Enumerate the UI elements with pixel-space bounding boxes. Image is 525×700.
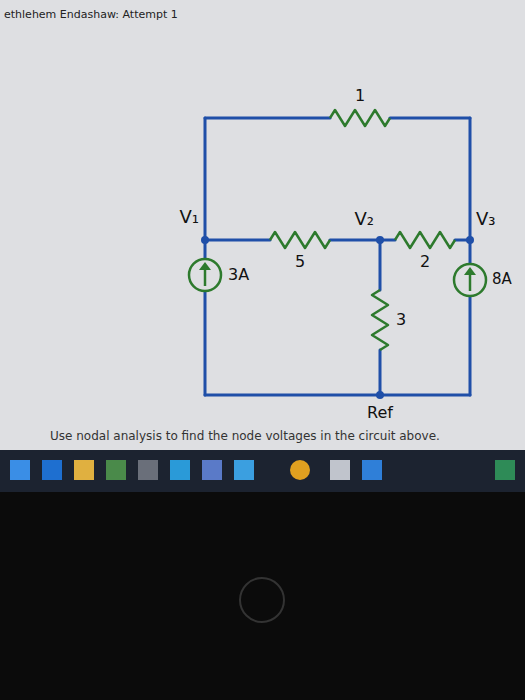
taskbar-icon (362, 460, 382, 480)
taskbar-icon (202, 460, 222, 480)
node-label: V₂ (354, 208, 374, 229)
center-wire (379, 240, 382, 395)
laptop-logo (240, 578, 284, 622)
resistance-value-box: 5 (295, 252, 305, 271)
taskbar-icon (290, 460, 310, 480)
taskbar-icon (170, 460, 190, 480)
source-arrowhead (464, 267, 476, 275)
resistance-value: 1 (355, 86, 365, 105)
top-wire (205, 117, 470, 120)
resistance-value: 3 (396, 310, 406, 329)
node-dot (201, 236, 209, 244)
node-label: V₁ (179, 206, 199, 227)
question-caption: Use nodal analysis to find the node volt… (50, 429, 440, 443)
header-text: ethlehem Endashaw: Attempt 1 (4, 8, 178, 21)
resistor-symbol (270, 232, 330, 248)
source-value: 3A (228, 265, 249, 284)
node-label: V₃ (476, 208, 496, 229)
node-dot (376, 391, 384, 399)
left-wire (204, 118, 207, 395)
taskbar-icon (42, 460, 62, 480)
wires (205, 118, 470, 395)
screen-background (0, 0, 525, 450)
node-dots (201, 236, 474, 399)
caption-box: Use nodal analysis to find the node volt… (50, 426, 440, 444)
taskbar (0, 450, 525, 492)
taskbar-icon (330, 460, 350, 480)
source-arrow (469, 273, 472, 291)
resistance-value-box: 1 (355, 86, 365, 105)
taskbar-icon (495, 460, 515, 480)
source-value-box: 3A (228, 265, 249, 284)
node-dot (376, 236, 384, 244)
current-source (454, 264, 486, 296)
source-arrowhead (199, 262, 211, 270)
node-label-box: V₁ (179, 206, 199, 227)
resistance-value-box: 2 (420, 252, 430, 271)
resistance-value: 2 (420, 252, 430, 271)
resistors (270, 110, 455, 350)
resistor-symbol (330, 110, 390, 126)
source-arrow (204, 268, 207, 286)
node-label-box: V₂ (354, 208, 374, 229)
resistor-symbol (372, 290, 388, 350)
right-wire (469, 118, 472, 395)
resistance-value-box: 3 (396, 310, 406, 329)
header-text-box: ethlehem Endashaw: Attempt 1 (4, 4, 178, 22)
taskbar-icons (10, 460, 515, 480)
source-value: 8A (492, 270, 512, 288)
reference-label: Ref (367, 403, 393, 422)
taskbar-icon (10, 460, 30, 480)
current-sources (189, 259, 486, 296)
taskbar-icon (74, 460, 94, 480)
resistance-value: 5 (295, 252, 305, 271)
reference-label-box: Ref (367, 403, 393, 422)
taskbar-icon (138, 460, 158, 480)
taskbar-icon (234, 460, 254, 480)
middle-wire (205, 239, 470, 242)
node-dot (466, 236, 474, 244)
node-label-box: V₃ (476, 208, 496, 229)
taskbar-icon (106, 460, 126, 480)
source-value-box: 8A (492, 270, 512, 288)
resistor-symbol (395, 232, 455, 248)
ref-wire (205, 394, 470, 397)
current-source (189, 259, 221, 291)
